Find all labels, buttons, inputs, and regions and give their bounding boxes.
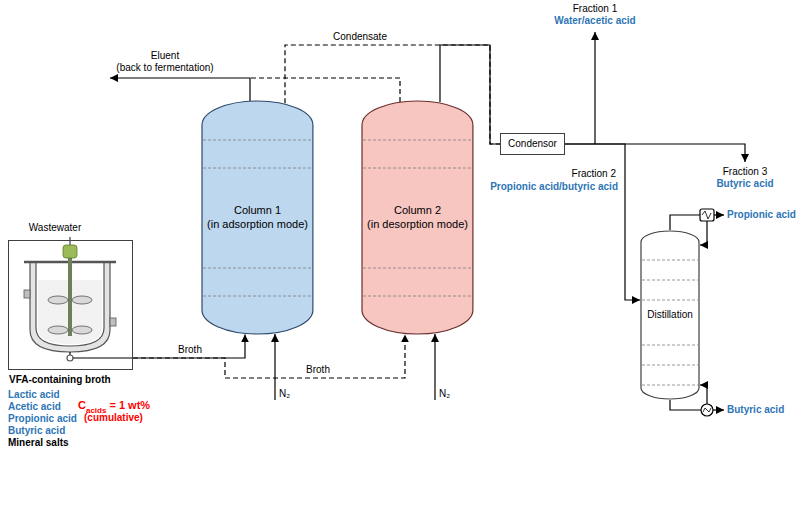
packing-line <box>203 268 312 269</box>
eluent-line <box>110 78 250 101</box>
node-text-group: Condensor <box>501 134 564 154</box>
overhead-condenser <box>700 209 714 221</box>
impeller-blade <box>48 296 68 304</box>
node-title: Column 1 <box>234 204 281 217</box>
outlet-pipe <box>73 357 133 358</box>
fraction-line <box>594 32 595 144</box>
fraction-content: Propionic acid/butyric acid <box>490 181 618 193</box>
concentration-symbol: C <box>78 399 86 412</box>
vessel-shell <box>641 231 699 399</box>
reflux-line <box>700 221 707 245</box>
node-text-group: VFA-containing broth <box>9 374 111 386</box>
packing-line <box>203 168 312 169</box>
concentration-value: = 1 wt% <box>109 399 150 412</box>
component-name: Acetic acid <box>8 401 61 413</box>
node-title: Condensor <box>508 138 557 150</box>
concentration-note: (cumulative) <box>84 412 143 424</box>
packing-line <box>363 268 472 269</box>
node-title: Column 2 <box>394 204 441 217</box>
jacket-nozzle <box>24 290 30 298</box>
reboiler <box>701 404 713 416</box>
impeller-blade <box>48 326 68 334</box>
stream-label: Eluent <box>151 50 179 62</box>
packing-line <box>642 300 698 301</box>
distillation-column: Distillation <box>640 230 700 400</box>
node-title: VFA-containing broth <box>9 374 111 386</box>
packing-line <box>642 260 698 261</box>
flow-connector <box>133 334 405 378</box>
outlet-valve <box>67 355 73 361</box>
inlet-label: Wastewater <box>29 222 81 234</box>
eluent-line <box>250 78 400 102</box>
product-line <box>713 409 724 410</box>
node-text-group: Column 1(in adsorption mode) <box>201 100 314 335</box>
packing-line <box>642 280 698 281</box>
product-label: Butyric acid <box>727 404 784 416</box>
flow-label: Condensate <box>331 31 389 43</box>
packing-line <box>363 140 472 141</box>
flow-label: Broth <box>176 344 204 356</box>
fraction-content: Water/acetic acid <box>554 15 635 27</box>
bottoms-line <box>670 400 701 410</box>
component-name: Mineral salts <box>8 437 69 449</box>
packing-line <box>642 345 698 346</box>
impeller-blade <box>72 296 92 304</box>
packing-line <box>203 140 312 141</box>
node-title: Distillation <box>647 309 693 321</box>
fraction-heading: Fraction 3 <box>723 166 767 178</box>
vapour-line <box>670 215 700 230</box>
flow-label: Fraction 2 <box>570 168 618 180</box>
node-text-group: Distillation <box>640 230 700 400</box>
reboiler-coil <box>703 408 711 412</box>
packing-line <box>363 296 472 297</box>
fraction-line <box>565 144 745 162</box>
stirrer-motor <box>63 245 77 258</box>
jacket-nozzle <box>110 318 116 326</box>
component-name: Propionic acid <box>8 413 77 425</box>
condenser-coil <box>702 211 711 219</box>
packing-line <box>363 168 472 169</box>
fraction-content: Butyric acid <box>716 178 773 190</box>
packing-line <box>203 296 312 297</box>
fermenter-box: VFA-containing broth <box>8 240 133 370</box>
fermenter-illustration <box>24 237 133 361</box>
component-name: Butyric acid <box>8 425 65 437</box>
vessel-shell <box>362 101 473 334</box>
gas-label: N₂ <box>439 388 450 400</box>
connector-group <box>133 45 640 378</box>
node-subtitle: (in adsorption mode) <box>207 218 308 231</box>
fraction-heading: Fraction 1 <box>573 3 617 15</box>
node-subtitle: (in desorption mode) <box>367 218 468 231</box>
nitrogen-inlet <box>274 334 275 400</box>
node-text-group: Column 2(in desorption mode) <box>361 100 474 335</box>
condensor-box: Condensor <box>500 133 565 155</box>
desorption-column: Column 2(in desorption mode) <box>361 100 474 335</box>
packing-line <box>642 365 698 366</box>
flow-label: Broth <box>304 364 332 376</box>
product-line <box>714 214 724 215</box>
stirrer-shaft <box>68 256 72 336</box>
boilup-line <box>700 385 707 404</box>
product-label: Propionic acid <box>727 209 796 221</box>
impeller-blade <box>72 326 92 334</box>
vessel-shell <box>202 101 313 334</box>
flow-connector <box>133 334 245 358</box>
nitrogen-inlet <box>434 334 435 400</box>
gas-label: N₂ <box>279 388 290 400</box>
flow-connector <box>565 144 640 300</box>
adsorption-column: Column 1(in adsorption mode) <box>201 100 314 335</box>
packing-line <box>642 385 698 386</box>
component-name: Lactic acid <box>8 389 60 401</box>
stream-note: (back to fermentation) <box>116 62 213 74</box>
